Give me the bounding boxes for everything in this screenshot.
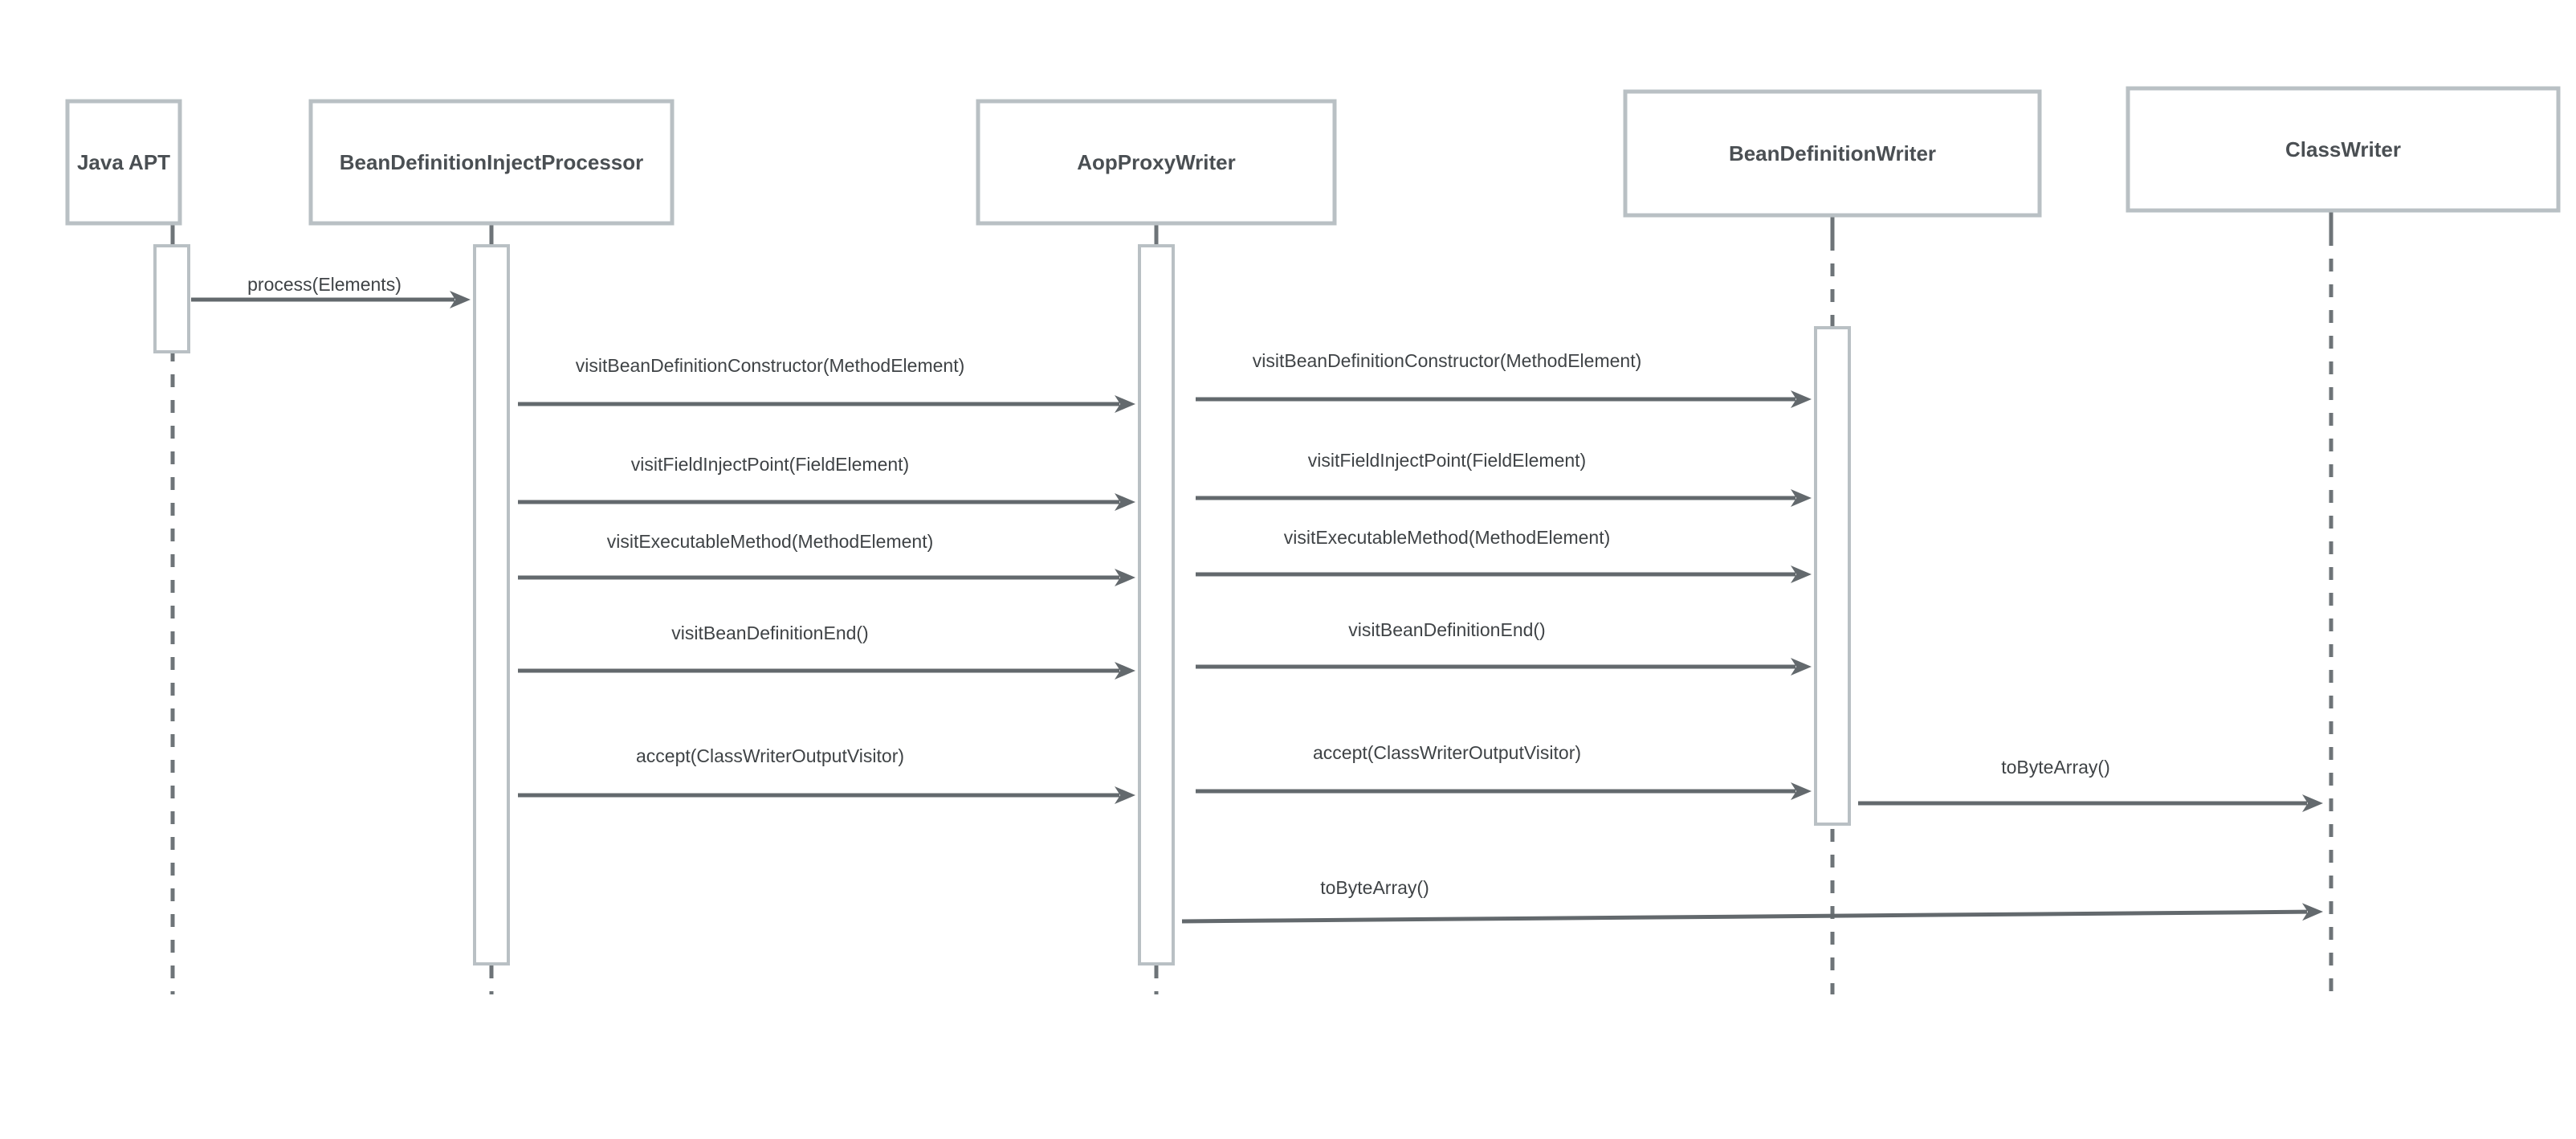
message-msg-visit-executable-method-1[interactable]: visitExecutableMethod(MethodElement) bbox=[518, 531, 1135, 586]
message-label-msg-accept-class-writer-output-visitor-2: accept(ClassWriterOutputVisitor) bbox=[1313, 742, 1581, 763]
message-arrowhead-msg-to-byte-array-1 bbox=[2302, 794, 2323, 812]
participant-box-aop-proxy-writer[interactable] bbox=[976, 99, 1337, 226]
message-msg-visit-bean-definition-end-2[interactable]: visitBeanDefinitionEnd() bbox=[1196, 619, 1812, 676]
message-msg-to-byte-array-1[interactable]: toByteArray() bbox=[1858, 757, 2323, 812]
message-label-msg-visit-bean-definition-constructor-1: visitBeanDefinitionConstructor(MethodEle… bbox=[576, 355, 965, 376]
participant-box-bean-definition-writer[interactable] bbox=[1623, 89, 2042, 218]
message-msg-process-elements[interactable]: process(Elements) bbox=[191, 274, 471, 308]
participant-java-apt[interactable]: Java APT bbox=[65, 99, 182, 226]
message-msg-accept-class-writer-output-visitor-2[interactable]: accept(ClassWriterOutputVisitor) bbox=[1196, 742, 1812, 800]
message-arrowhead-msg-visit-executable-method-1 bbox=[1115, 569, 1135, 586]
message-msg-visit-field-inject-point-2[interactable]: visitFieldInjectPoint(FieldElement) bbox=[1196, 450, 1812, 507]
message-arrowhead-msg-visit-field-inject-point-2 bbox=[1791, 489, 1812, 507]
messages-layer: process(Elements) visitBeanDefinitionCons… bbox=[191, 274, 2323, 924]
message-arrowhead-msg-visit-field-inject-point-1 bbox=[1115, 493, 1135, 511]
participant-box-bean-definition-inject-processor[interactable] bbox=[308, 99, 675, 226]
message-msg-visit-executable-method-2[interactable]: visitExecutableMethod(MethodElement) bbox=[1196, 527, 1812, 583]
activation-bar-bean-definition-inject-processor-0 bbox=[473, 244, 510, 965]
activation-bar-java-apt-0 bbox=[153, 244, 190, 353]
message-arrowhead-msg-accept-class-writer-output-visitor-2 bbox=[1791, 782, 1812, 800]
message-msg-to-byte-array-2[interactable]: toByteArray() bbox=[1181, 877, 2323, 924]
message-line-msg-to-byte-array-2 bbox=[1181, 909, 2308, 924]
participant-label-bean-definition-writer: BeanDefinitionWriter bbox=[1729, 141, 1936, 165]
participant-label-class-writer: ClassWriter bbox=[2285, 137, 2401, 161]
participants-layer: Java APT BeanDefinitionInjectProcessor Aop… bbox=[65, 86, 2561, 226]
message-label-msg-process-elements: process(Elements) bbox=[247, 274, 401, 295]
message-arrowhead-msg-visit-bean-definition-end-2 bbox=[1791, 658, 1812, 676]
message-msg-visit-bean-definition-end-1[interactable]: visitBeanDefinitionEnd() bbox=[518, 623, 1135, 680]
message-arrowhead-msg-process-elements bbox=[450, 291, 471, 308]
message-label-msg-visit-executable-method-2: visitExecutableMethod(MethodElement) bbox=[1284, 527, 1611, 548]
message-arrowhead-msg-accept-class-writer-output-visitor-1 bbox=[1115, 786, 1135, 804]
message-label-msg-visit-bean-definition-constructor-2: visitBeanDefinitionConstructor(MethodEle… bbox=[1253, 350, 1642, 371]
message-arrowhead-msg-to-byte-array-2 bbox=[2301, 903, 2323, 921]
message-arrowhead-msg-visit-bean-definition-end-1 bbox=[1115, 662, 1135, 680]
message-arrowhead-msg-visit-executable-method-2 bbox=[1791, 565, 1812, 583]
message-arrowhead-msg-visit-bean-definition-constructor-1 bbox=[1115, 395, 1135, 413]
message-msg-accept-class-writer-output-visitor-1[interactable]: accept(ClassWriterOutputVisitor) bbox=[518, 745, 1135, 804]
message-label-msg-to-byte-array-2: toByteArray() bbox=[1320, 877, 1429, 898]
message-arrowhead-msg-visit-bean-definition-constructor-2 bbox=[1791, 390, 1812, 408]
participant-label-aop-proxy-writer: AopProxyWriter bbox=[1077, 150, 1235, 174]
participant-aop-proxy-writer[interactable]: AopProxyWriter bbox=[976, 99, 1337, 226]
participant-bean-definition-writer[interactable]: BeanDefinitionWriter bbox=[1623, 89, 2042, 218]
activation-bar-aop-proxy-writer-0 bbox=[1138, 244, 1175, 965]
participant-bean-definition-inject-processor[interactable]: BeanDefinitionInjectProcessor bbox=[308, 99, 675, 226]
message-label-msg-to-byte-array-1: toByteArray() bbox=[2001, 757, 2109, 778]
message-msg-visit-bean-definition-constructor-2[interactable]: visitBeanDefinitionConstructor(MethodEle… bbox=[1196, 350, 1812, 408]
activations-layer bbox=[153, 244, 1851, 965]
message-label-msg-visit-executable-method-1: visitExecutableMethod(MethodElement) bbox=[607, 531, 934, 552]
participant-label-java-apt: Java APT bbox=[77, 150, 170, 174]
message-label-msg-visit-field-inject-point-2: visitFieldInjectPoint(FieldElement) bbox=[1308, 450, 1586, 471]
participant-label-bean-definition-inject-processor: BeanDefinitionInjectProcessor bbox=[340, 150, 644, 174]
message-msg-visit-bean-definition-constructor-1[interactable]: visitBeanDefinitionConstructor(MethodEle… bbox=[518, 355, 1135, 413]
message-label-msg-visit-field-inject-point-1: visitFieldInjectPoint(FieldElement) bbox=[631, 454, 909, 475]
message-label-msg-accept-class-writer-output-visitor-1: accept(ClassWriterOutputVisitor) bbox=[636, 745, 904, 766]
participant-class-writer[interactable]: ClassWriter bbox=[2126, 86, 2561, 213]
message-label-msg-visit-bean-definition-end-1: visitBeanDefinitionEnd() bbox=[671, 623, 868, 643]
participant-box-java-apt[interactable] bbox=[65, 99, 182, 226]
message-msg-visit-field-inject-point-1[interactable]: visitFieldInjectPoint(FieldElement) bbox=[518, 454, 1135, 511]
activation-bar-bean-definition-writer-0 bbox=[1814, 326, 1851, 826]
message-label-msg-visit-bean-definition-end-2: visitBeanDefinitionEnd() bbox=[1348, 619, 1545, 640]
participant-box-class-writer[interactable] bbox=[2126, 86, 2561, 213]
